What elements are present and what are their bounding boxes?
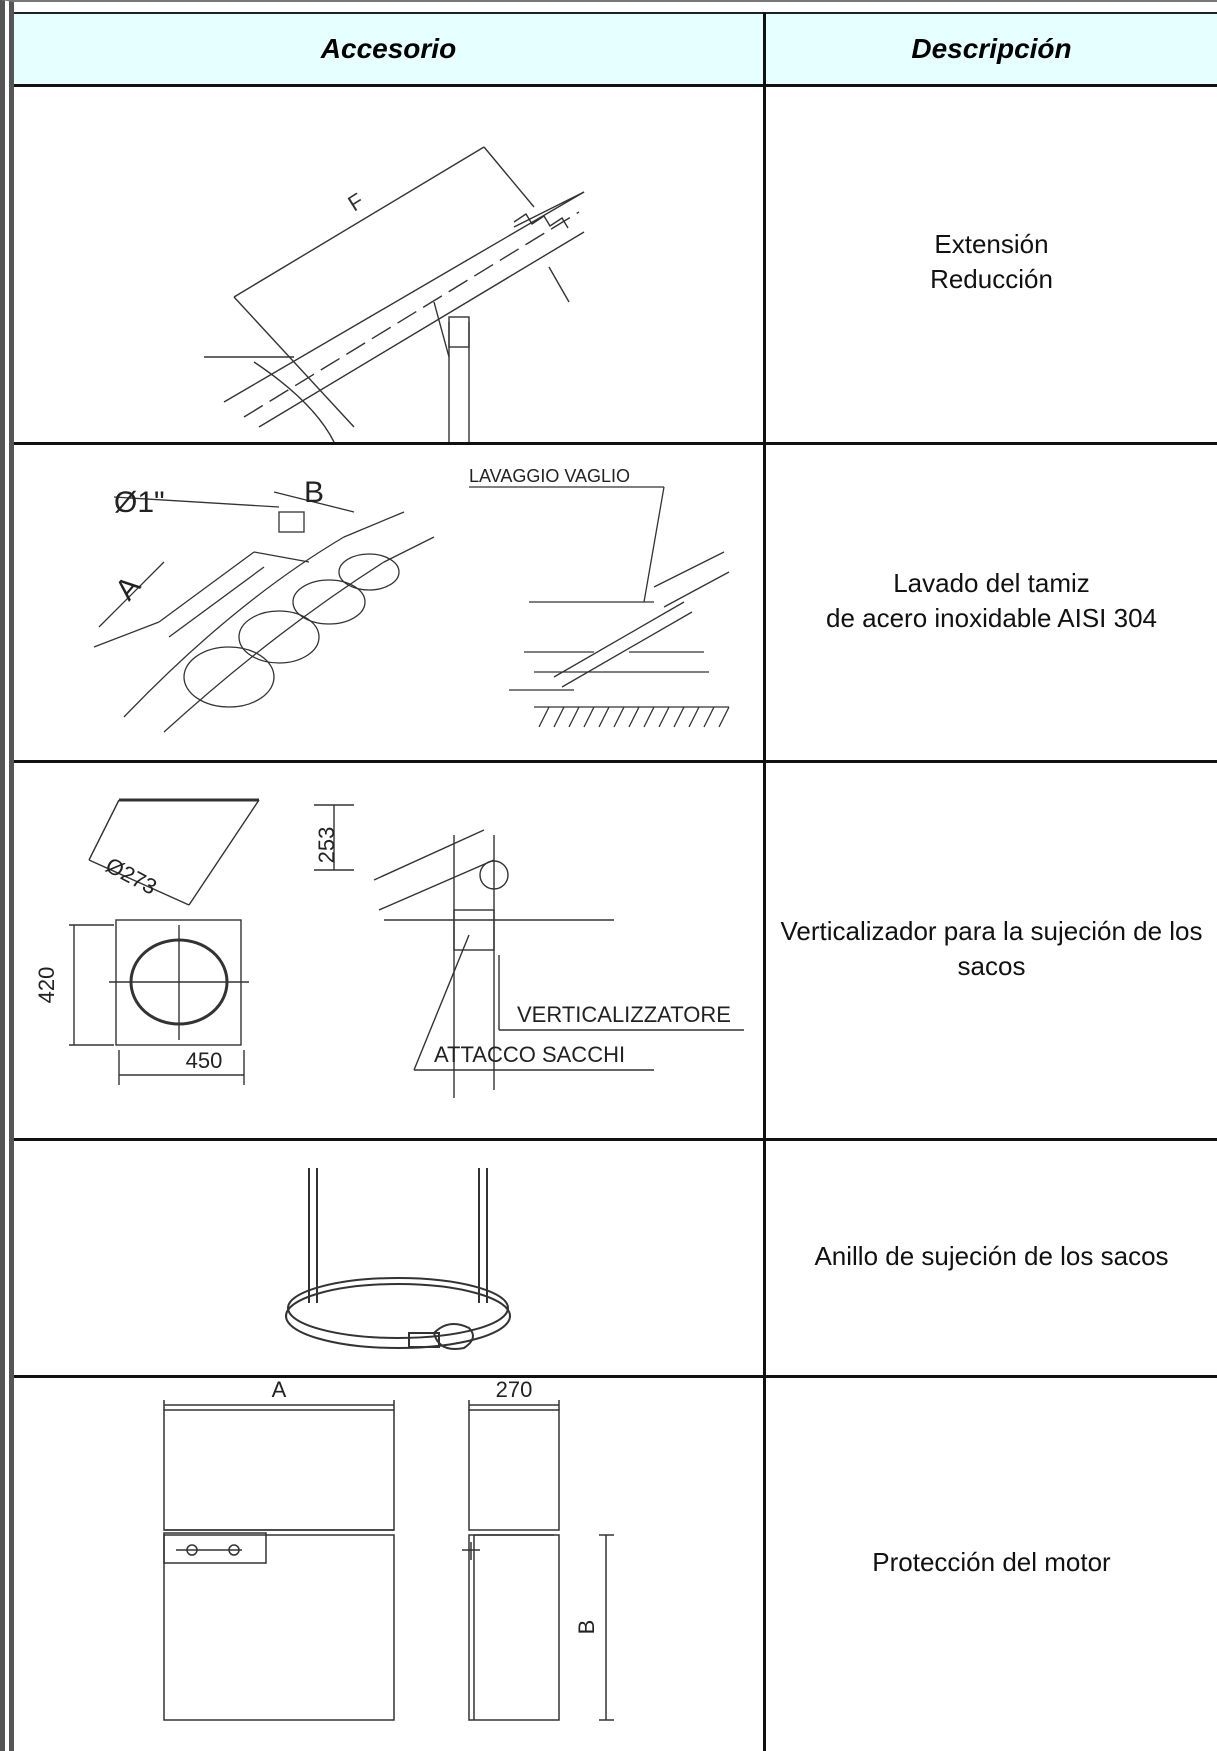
dimension-label-420: 420 <box>34 967 59 1004</box>
description-line: Anillo de sujeción de los sacos <box>814 1240 1169 1271</box>
description-line: Verticalizador para la sujeción de los s… <box>780 915 1203 981</box>
dimension-label-253: 253 <box>314 827 339 864</box>
extension-drawing: F <box>204 146 585 442</box>
row-description: Lavado del tamiz de acero inoxidable AIS… <box>766 442 1217 760</box>
dimension-label-a: A <box>109 570 147 607</box>
row-description: Extensión Reducción <box>766 82 1217 442</box>
dimension-label-450: 450 <box>186 1048 223 1073</box>
description-line: Reducción <box>930 264 1053 294</box>
column-divider <box>763 12 766 1751</box>
table-row: A 270 B Protección del motor <box>14 1375 1217 1751</box>
dimension-label-b: B <box>304 476 324 509</box>
accessories-table: Accesorio Descripción F <box>14 12 1217 1751</box>
row-description: Verticalizador para la sujeción de los s… <box>766 760 1217 1138</box>
table-row: Ø1" B A LAVAGGIO VAGLIO Lavado del tamiz… <box>14 442 1217 763</box>
dimension-label-270: 270 <box>496 1377 533 1402</box>
screen-washing-drawing: Ø1" B A LAVAGGIO VAGLIO <box>93 466 730 733</box>
bag-ring-drawing <box>285 1168 511 1350</box>
table-row: Anillo de sujeción de los sacos <box>14 1138 1217 1378</box>
verticalizer-drawing: 253 Ø273 420 450 VERTICALIZZATORE ATTACC… <box>34 798 744 1098</box>
table-row: F Extensión Reducción <box>14 82 1217 445</box>
motor-guard-drawing: A 270 B <box>163 1377 614 1721</box>
callout-bag-attachment: ATTACCO SACCHI <box>434 1042 625 1067</box>
dimension-label-a: A <box>272 1377 287 1402</box>
table-header: Accesorio Descripción <box>14 12 1217 87</box>
description-line: de acero inoxidable AISI 304 <box>825 603 1158 633</box>
header-description: Descripción <box>911 33 1072 64</box>
callout-verticalizer: VERTICALIZZATORE <box>517 1002 731 1027</box>
description-line: Extensión <box>934 228 1049 259</box>
dimension-label-f: F <box>343 188 368 216</box>
dimension-label-b: B <box>574 1620 599 1635</box>
row-description: Protección del motor <box>766 1375 1217 1751</box>
row-description: Anillo de sujeción de los sacos <box>766 1138 1217 1375</box>
header-accessory: Accesorio <box>320 33 457 64</box>
dimension-label-diameter: Ø1" <box>114 486 165 519</box>
table-row: 253 Ø273 420 450 VERTICALIZZATORE ATTACC… <box>14 760 1217 1141</box>
description-line: Lavado del tamiz <box>893 567 1090 598</box>
callout-screen-washing: LAVAGGIO VAGLIO <box>469 466 630 486</box>
dimension-label-diameter-273: Ø273 <box>102 852 161 899</box>
description-line: Protección del motor <box>872 1547 1111 1578</box>
